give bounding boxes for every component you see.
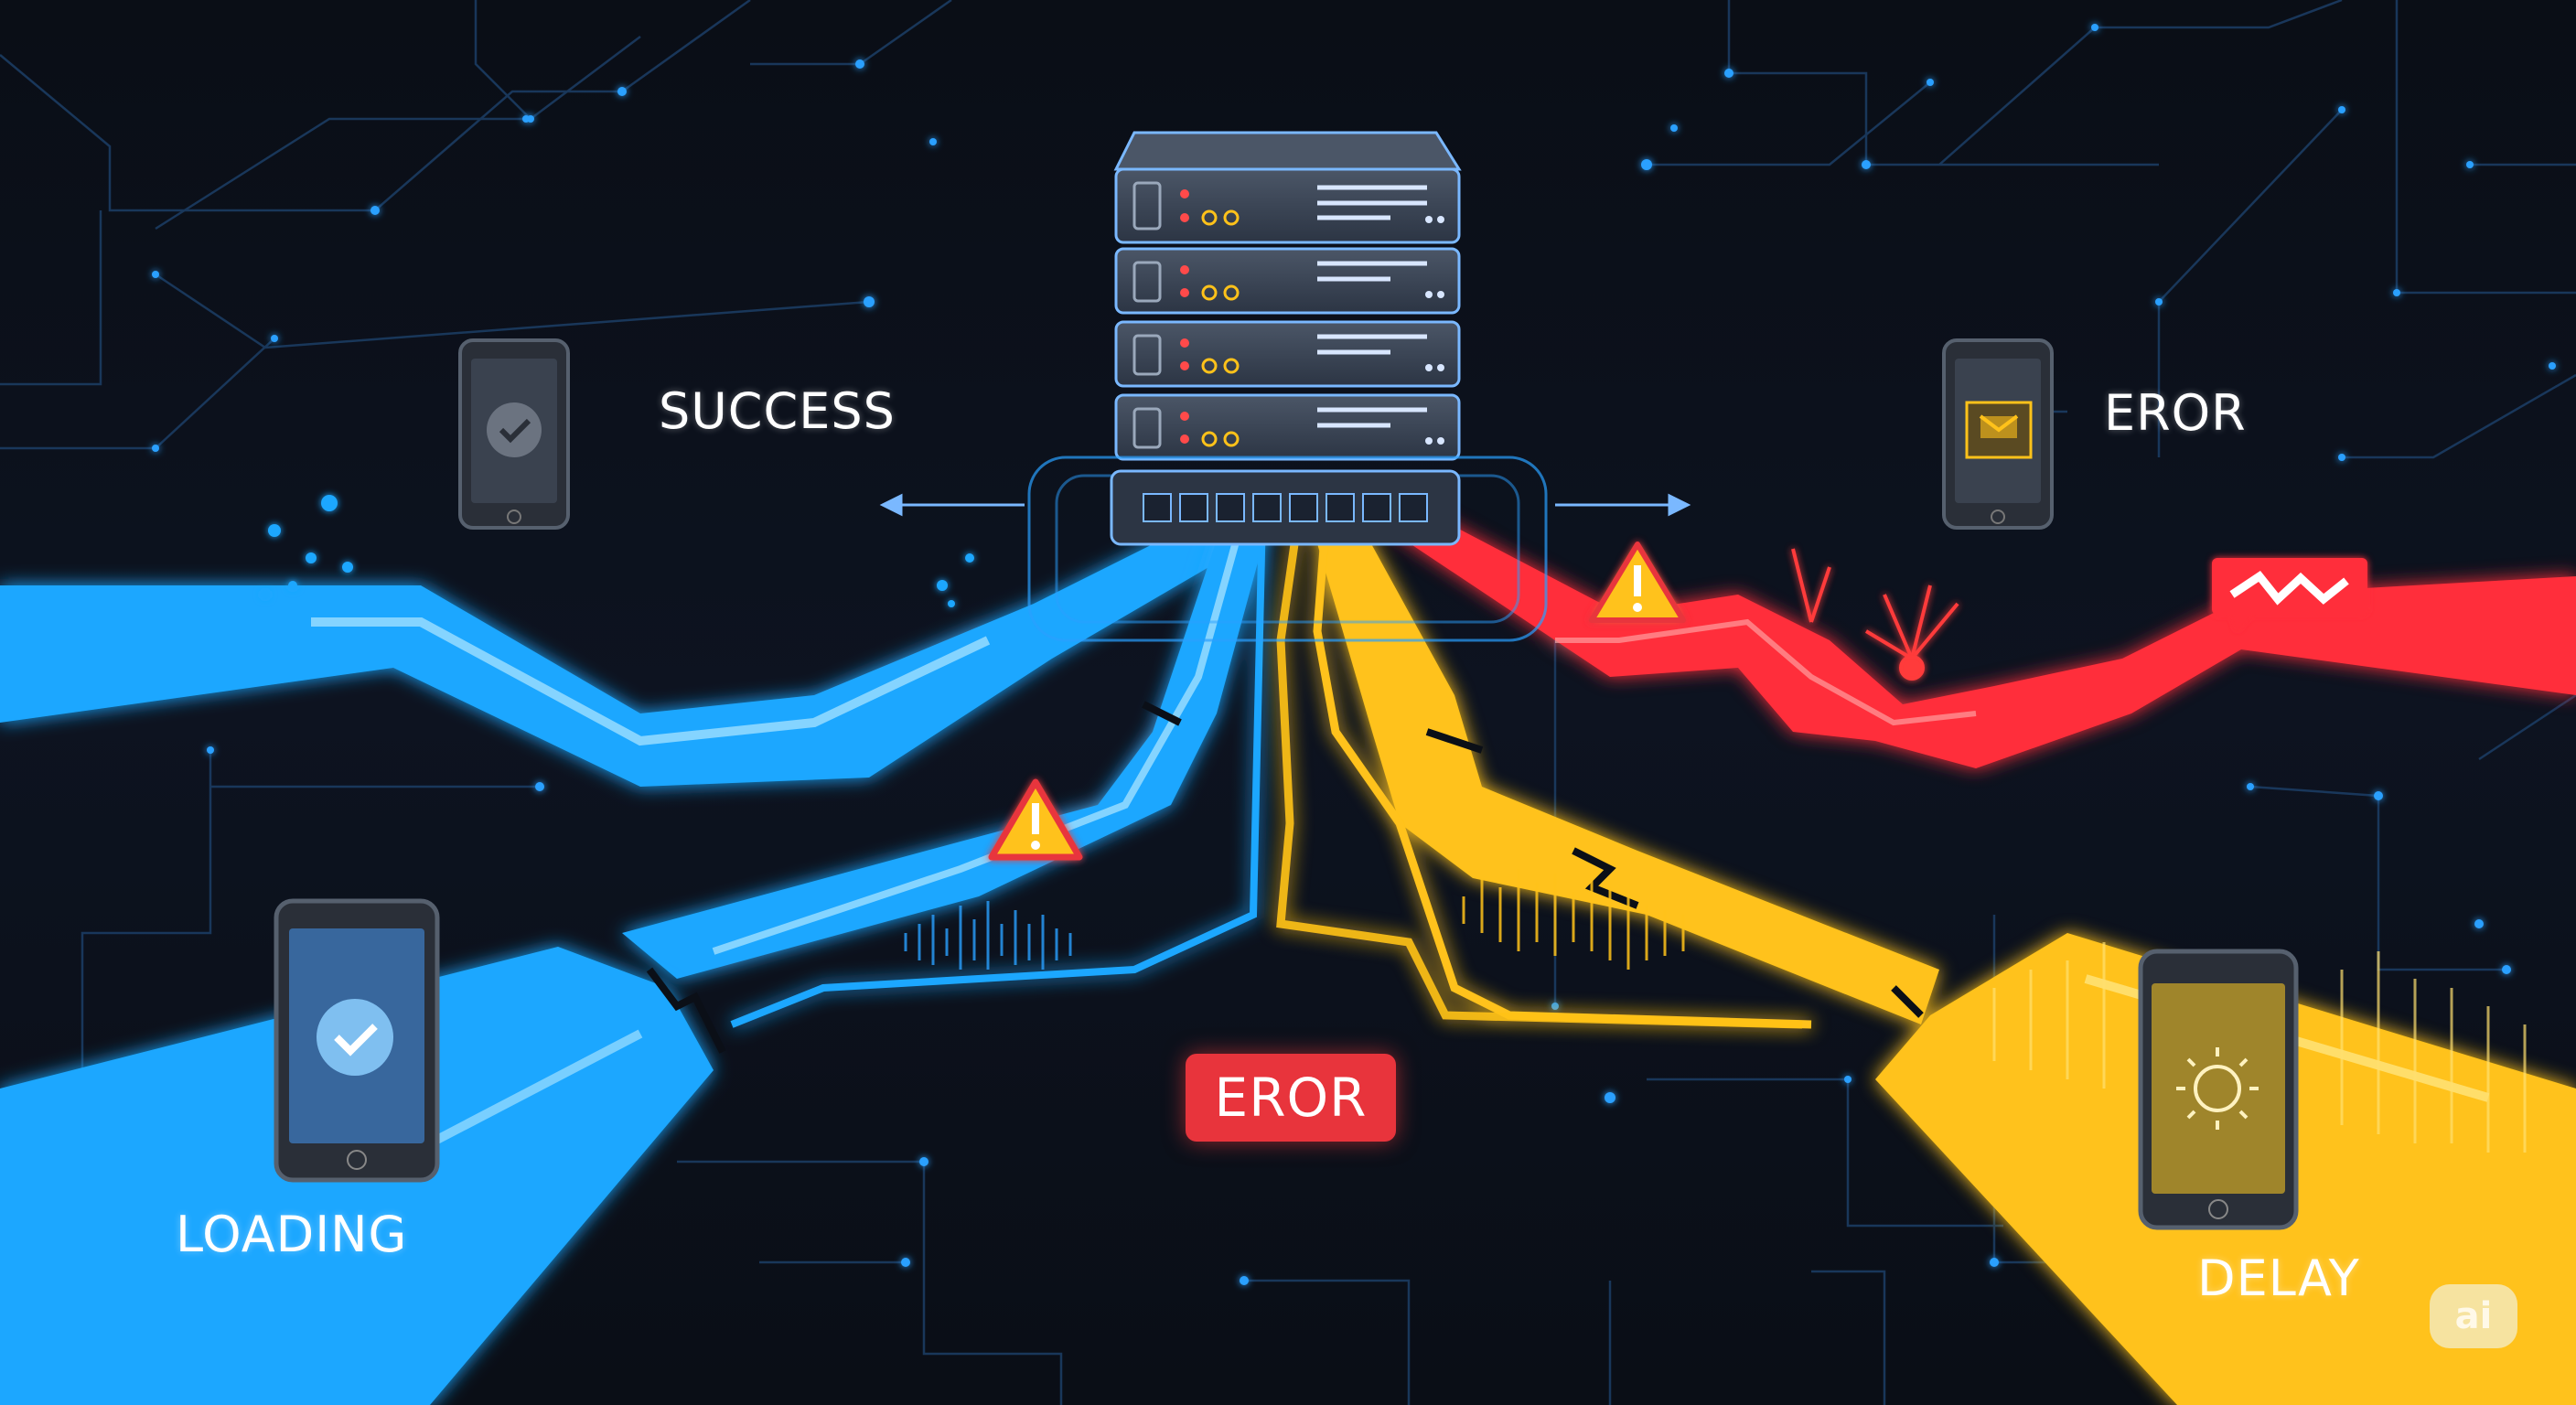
warning-triangle-icon bbox=[1589, 542, 1686, 623]
loading-label: LOADING bbox=[176, 1206, 408, 1263]
waveform-yellow-right bbox=[1992, 942, 2527, 1153]
ai-watermark-badge: ai bbox=[2430, 1284, 2517, 1348]
ai-watermark-text: ai bbox=[2454, 1295, 2493, 1337]
check-circle-icon bbox=[487, 402, 542, 457]
server-unit bbox=[1114, 393, 1461, 461]
waveform-blue bbox=[904, 901, 1072, 970]
error-sparks bbox=[1791, 548, 1959, 681]
waveform-yellow bbox=[1462, 869, 1685, 970]
server-unit bbox=[1114, 167, 1461, 244]
delay-label: DELAY bbox=[2197, 1249, 2360, 1307]
sun-icon bbox=[2176, 1047, 2259, 1130]
envelope-icon bbox=[1965, 401, 2033, 459]
error-badge-text: EROR bbox=[1214, 1067, 1368, 1129]
phone-top-left bbox=[458, 338, 570, 530]
circuit-nodes bbox=[79, 24, 2556, 1285]
server-unit bbox=[1114, 320, 1461, 388]
success-stream bbox=[0, 512, 1272, 787]
network-switch-icon bbox=[879, 456, 1691, 642]
server-rack-icon bbox=[1113, 131, 1462, 461]
check-circle-icon bbox=[317, 999, 393, 1076]
error-stream bbox=[1363, 512, 2576, 768]
crack-marks bbox=[646, 701, 1924, 1054]
error-label-right: EROR bbox=[2104, 384, 2247, 442]
phone-bottom-left bbox=[274, 898, 440, 1183]
success-label: SUCCESS bbox=[659, 382, 896, 440]
warning-triangle-icon bbox=[988, 778, 1083, 861]
splash-particles bbox=[261, 495, 974, 607]
server-unit bbox=[1114, 247, 1461, 315]
phone-bottom-right bbox=[2138, 949, 2299, 1230]
error-badge-center: EROR bbox=[1186, 1054, 1396, 1142]
error-signal-badge bbox=[2212, 558, 2367, 631]
phone-top-right bbox=[1942, 338, 2054, 530]
